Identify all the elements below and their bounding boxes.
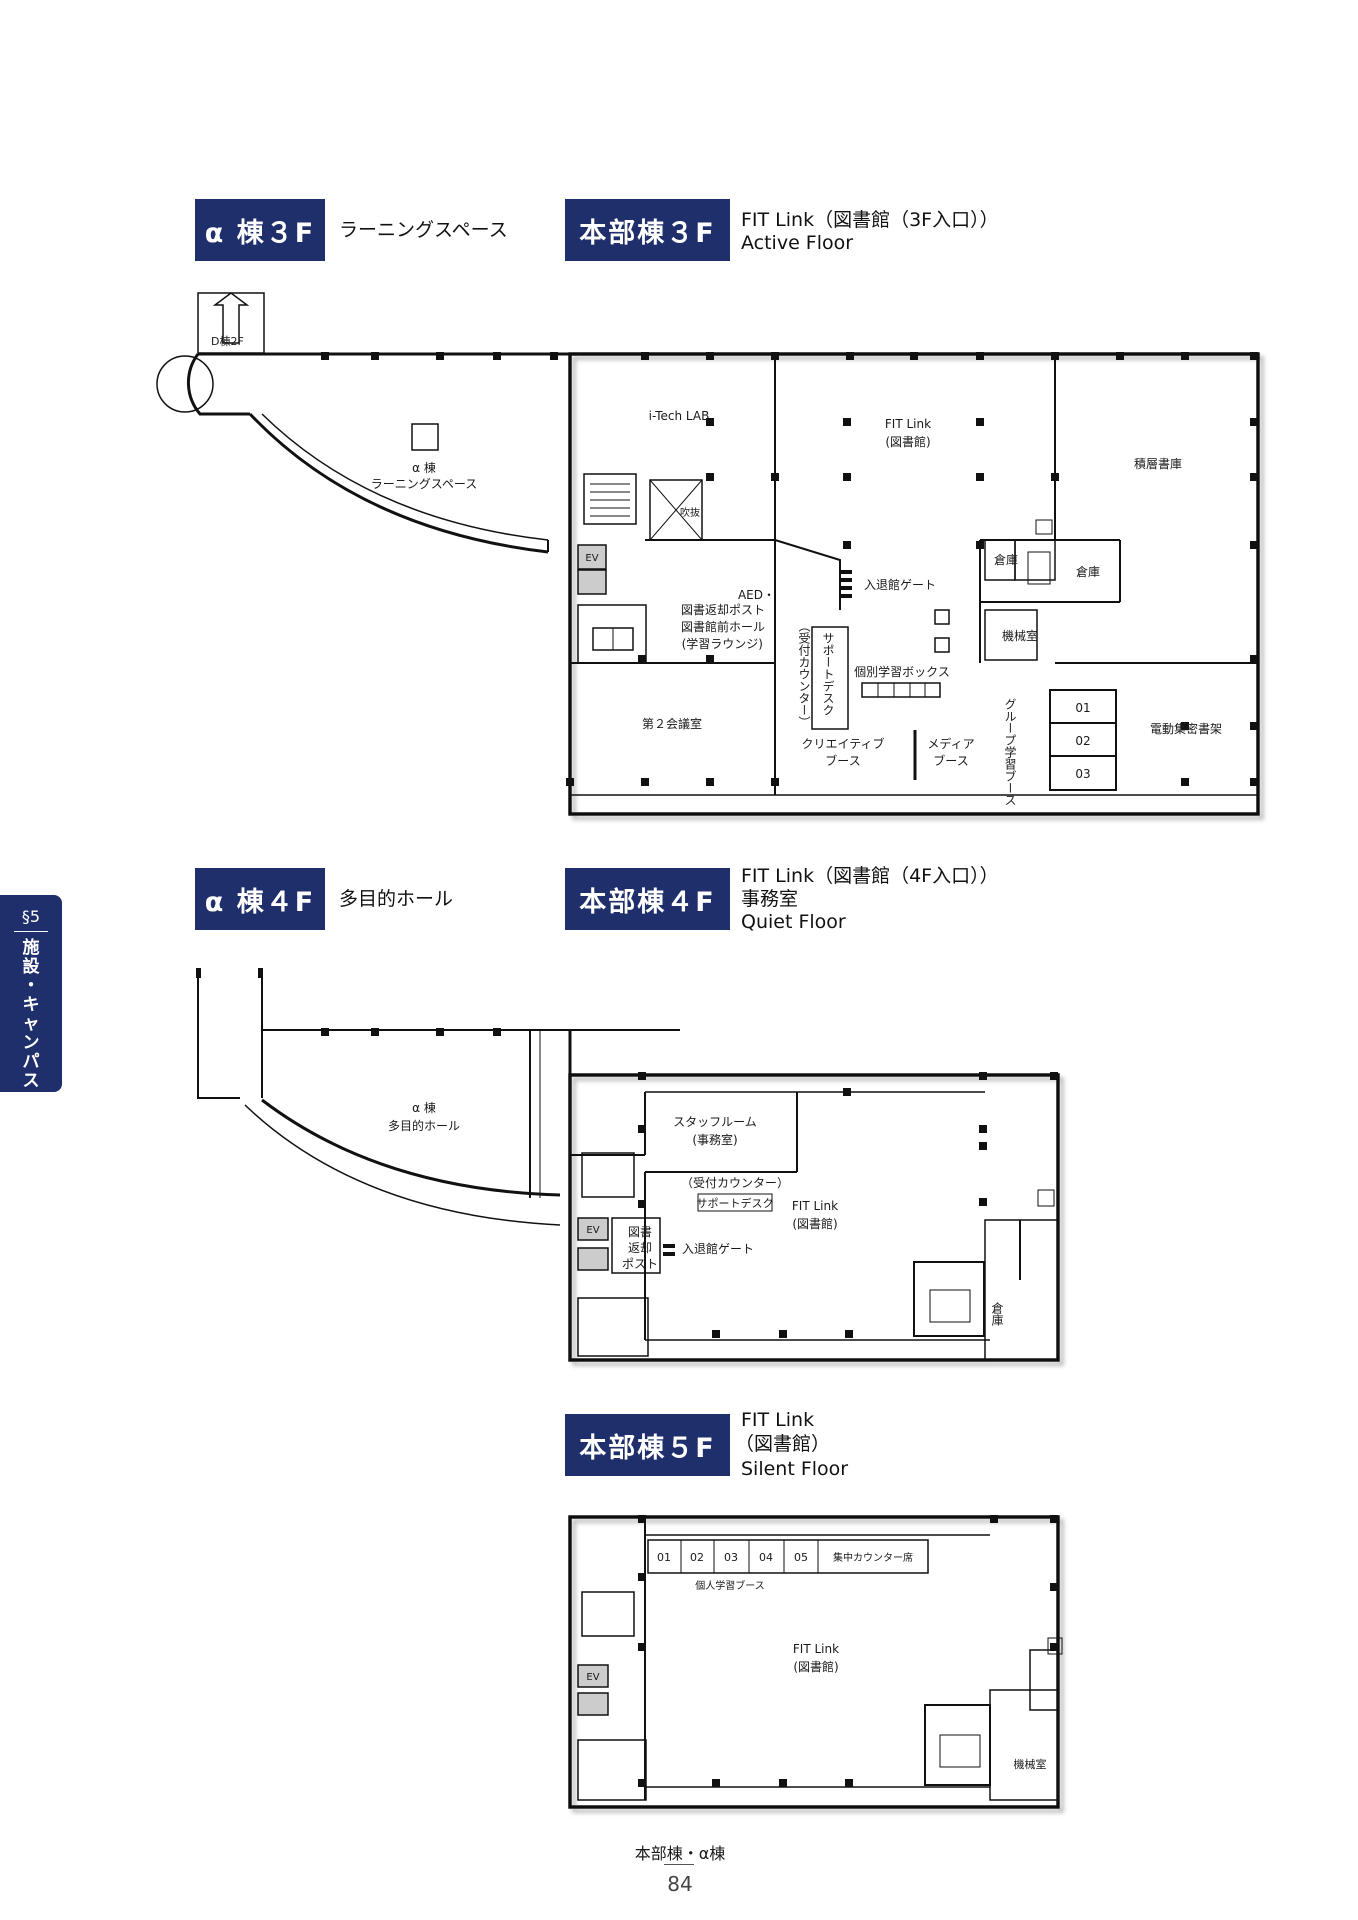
booth-5f-02: 02 bbox=[690, 1551, 704, 1564]
staff-room-line2: (事務室) bbox=[692, 1132, 737, 1147]
fitlink-5f-line2: (図書館) bbox=[793, 1659, 838, 1674]
alpha-3f-room-line1: α 棟 bbox=[412, 460, 436, 475]
fitlink-5f-line1: FIT Link bbox=[793, 1642, 839, 1656]
hq-3f-badge: 本部棟３F bbox=[565, 199, 730, 261]
section-number: §5 bbox=[21, 907, 41, 926]
alpha-4f-room-line1: α 棟 bbox=[412, 1100, 436, 1115]
storage1-label: 倉庫 bbox=[994, 552, 1018, 567]
group-booth-label: グループ学習ブース bbox=[1003, 698, 1017, 806]
itech-lab-label: i-Tech LAB bbox=[649, 409, 710, 423]
fitlink-3f-line2: (図書館) bbox=[885, 434, 930, 449]
ev-3f-label: EV bbox=[585, 553, 598, 564]
booth-5f-05: 05 bbox=[794, 1551, 808, 1564]
hq-4f-badge: 本部棟４F bbox=[565, 868, 730, 930]
fitlink-4f-line2: (図書館) bbox=[792, 1216, 837, 1231]
stack-room-label: 積層書庫 bbox=[1134, 456, 1182, 471]
focus-counter-label: 集中カウンター席 bbox=[833, 1551, 913, 1564]
fitlink-4f-line1: FIT Link bbox=[792, 1199, 838, 1213]
alpha-3f-description: ラーニングスペース bbox=[339, 219, 508, 241]
footer-building: 本部棟・α棟 bbox=[634, 1844, 726, 1863]
gate-4f-label: 入退館ゲート bbox=[682, 1241, 754, 1256]
hq-5f-line3: Silent Floor bbox=[741, 1458, 849, 1480]
support-desk-3f-label: サポートデスク bbox=[821, 632, 835, 716]
hall-line1: 図書返却ポスト bbox=[681, 603, 765, 617]
group-booth-02: 02 bbox=[1075, 734, 1090, 748]
storage-4f-label: 倉庫 bbox=[990, 1301, 1004, 1327]
booth-5f-01: 01 bbox=[657, 1551, 671, 1564]
alpha-3f-badge: α 棟３F bbox=[195, 199, 325, 261]
section-side-tab: §5 施 設 ・ キ ャ ン パ ス bbox=[0, 895, 62, 1092]
fitlink-3f-line1: FIT Link bbox=[885, 417, 931, 431]
return-post-line2: 返却 bbox=[628, 1241, 652, 1255]
media-booth-line2: ブース bbox=[933, 753, 968, 768]
hq-5f-line1: FIT Link bbox=[741, 1409, 815, 1431]
footer-rule bbox=[664, 1864, 694, 1865]
individual-box-label: 個別学習ボックス bbox=[854, 664, 950, 679]
page-number: 84 bbox=[667, 1872, 693, 1896]
section-tab-rule bbox=[14, 931, 48, 932]
reception-3f-label: （受付カウンター） bbox=[797, 620, 811, 728]
hq-3f-line1: FIT Link（図書館（3F入口）） bbox=[741, 209, 999, 231]
meeting-room-label: 第２会議室 bbox=[642, 716, 702, 731]
machine-room-3f-label: 機械室 bbox=[1002, 628, 1038, 643]
hall-line2: 図書館前ホール bbox=[681, 619, 765, 634]
storage2-label: 倉庫 bbox=[1076, 564, 1100, 579]
hq-5f-line2: （図書館） bbox=[735, 1433, 831, 1455]
return-post-line1: 図書 bbox=[628, 1225, 652, 1239]
mobile-archive-label: 電動集密書架 bbox=[1150, 721, 1222, 736]
alpha-4f-badge: α 棟４F bbox=[195, 868, 325, 930]
machine-room-5f-label: 機械室 bbox=[1014, 1757, 1047, 1771]
staff-room-line1: スタッフルーム bbox=[673, 1115, 757, 1129]
hq-4f-line2: 事務室 bbox=[741, 888, 799, 910]
group-booth-01: 01 bbox=[1075, 701, 1090, 715]
alpha-3f-room-line2: ラーニングスペース bbox=[371, 477, 478, 491]
hq-4f-line1: FIT Link（図書館（4F入口）） bbox=[741, 865, 999, 887]
up-arrow-icon bbox=[212, 292, 250, 344]
hall-line3: (学習ラウンジ) bbox=[682, 636, 763, 651]
ev-4f-label: EV bbox=[586, 1225, 599, 1236]
alpha-4f-description: 多目的ホール bbox=[339, 888, 454, 910]
d-building-label: D棟2F bbox=[211, 334, 244, 348]
hq-4f-line3: Quiet Floor bbox=[741, 911, 846, 933]
individual-booth-label: 個人学習ブース bbox=[695, 1579, 765, 1592]
booth-5f-03: 03 bbox=[724, 1551, 738, 1564]
hq-3f-line2: Active Floor bbox=[741, 232, 854, 254]
booth-5f-04: 04 bbox=[759, 1551, 773, 1564]
section-title-vertical: 施 設 ・ キ ャ ン パ ス bbox=[22, 938, 40, 1091]
study-desk-icon bbox=[411, 423, 439, 451]
creative-booth-line1: クリエイティブ bbox=[801, 736, 884, 751]
support-desk-4f-label: サポートデスク bbox=[697, 1196, 774, 1210]
aed-label: AED・ bbox=[738, 588, 775, 602]
gate-3f-label: 入退館ゲート bbox=[864, 577, 936, 592]
media-booth-line1: メディア bbox=[927, 736, 974, 751]
alpha-4f-room-line2: 多目的ホール bbox=[388, 1118, 460, 1133]
atrium-label: 吹抜 bbox=[680, 506, 700, 519]
reception-4f-label: （受付カウンター） bbox=[681, 1176, 789, 1190]
return-post-line3: ポスト bbox=[622, 1257, 658, 1271]
hq-5f-badge: 本部棟５F bbox=[565, 1414, 730, 1476]
ev-5f-label: EV bbox=[586, 1672, 599, 1683]
creative-booth-line2: ブース bbox=[825, 753, 860, 768]
group-booth-03: 03 bbox=[1075, 767, 1090, 781]
